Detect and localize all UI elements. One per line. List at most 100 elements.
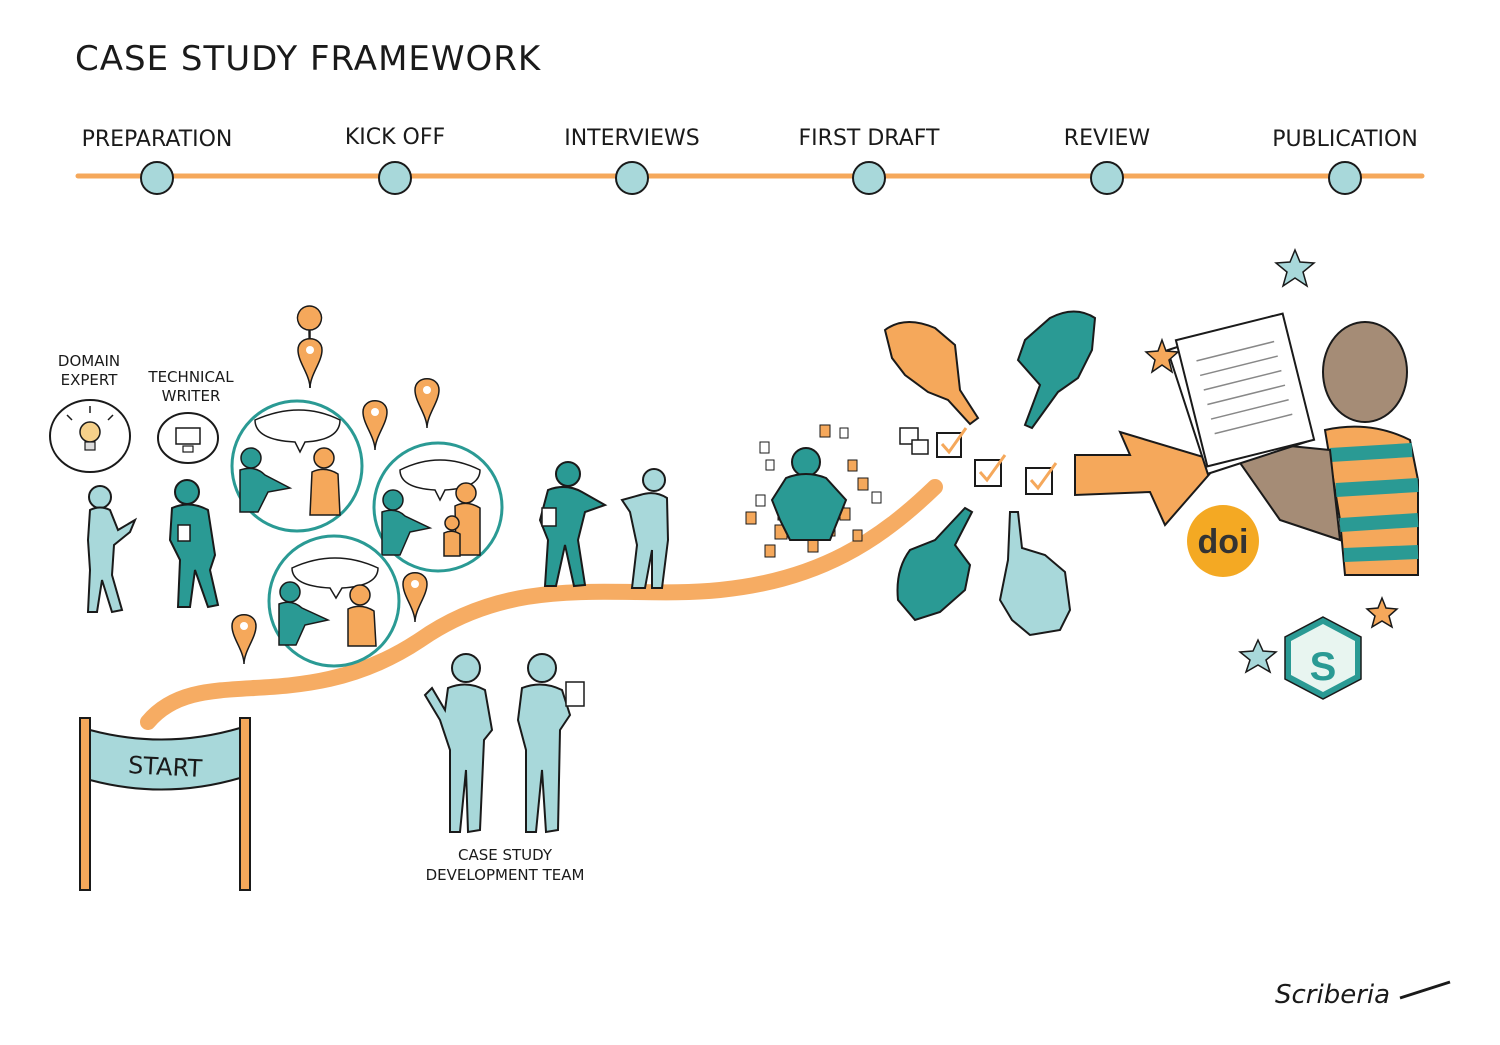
clipboard-icon — [565, 681, 585, 707]
map-pin-icon — [362, 400, 388, 451]
timeline-node — [1090, 161, 1124, 195]
map-pin-icon — [296, 305, 323, 389]
journey-path — [140, 479, 943, 730]
timeline-stage-interviews: INTERVIEWS — [564, 126, 700, 195]
timeline-stage-review: REVIEW — [1064, 126, 1151, 195]
person-body — [309, 468, 341, 516]
person-body — [168, 503, 220, 609]
pen-icon — [1399, 980, 1451, 1000]
person-body — [443, 530, 461, 557]
first-draft-figure — [745, 424, 882, 558]
person-head — [527, 653, 557, 683]
person-body — [538, 486, 608, 588]
person-head — [555, 461, 581, 487]
person-body — [381, 509, 433, 556]
timeline-stage-label: PUBLICATION — [1272, 127, 1418, 152]
technical-writer-label: TECHNICAL — [147, 368, 234, 386]
doi-badge-text: doi — [1198, 523, 1249, 561]
team-label: DEVELOPMENT TEAM — [426, 866, 585, 884]
person-head — [349, 584, 371, 606]
domain-expert-label: EXPERT — [61, 371, 119, 389]
person-head — [313, 447, 335, 469]
person-head — [88, 485, 112, 509]
checkbox-icon — [974, 454, 1007, 487]
person-body — [516, 683, 572, 834]
timeline-stage-preparation: PREPARATION — [82, 127, 233, 195]
small-clipboard-icon — [899, 427, 929, 455]
publication-figure — [1166, 312, 1419, 576]
person-body — [239, 467, 293, 513]
person-head — [642, 468, 666, 492]
timeline-node — [378, 161, 412, 195]
page-title: CASE STUDY FRAMEWORK — [75, 39, 542, 79]
timeline-node — [615, 161, 649, 195]
person-head — [444, 515, 460, 531]
start-gate: START — [79, 717, 251, 891]
start-banner — [89, 726, 241, 791]
lightbulb-icon — [66, 406, 114, 451]
pointing-hand-icon — [1016, 310, 1097, 430]
star-icon — [1238, 638, 1278, 674]
checkbox-icon — [1025, 462, 1058, 495]
tablet-icon — [177, 524, 191, 542]
person-torso — [1323, 425, 1419, 576]
timeline-stage-publication: PUBLICATION — [1272, 127, 1418, 195]
speech-bubble — [254, 409, 341, 454]
timeline-stage-label: FIRST DRAFT — [799, 126, 940, 151]
person-body — [278, 601, 331, 646]
interview-scene-2 — [372, 441, 504, 573]
kickoff-figures — [538, 461, 670, 589]
person-head — [279, 581, 301, 603]
timeline-node — [140, 161, 174, 195]
person-head — [455, 482, 477, 504]
star-icon — [1144, 337, 1180, 374]
person-head — [382, 489, 404, 511]
person-head — [451, 653, 481, 683]
person-body — [86, 506, 138, 614]
speech-bubble — [291, 557, 379, 600]
computer-icon — [175, 427, 201, 453]
interview-scene-1 — [230, 399, 364, 533]
start-post-left — [79, 717, 91, 891]
timeline-stage-label: REVIEW — [1064, 126, 1151, 151]
checkbox-icon — [936, 427, 968, 458]
timeline-node — [1328, 161, 1362, 195]
pointing-hand-icon — [896, 506, 974, 622]
person-head — [791, 447, 821, 477]
timeline-stage-label: INTERVIEWS — [564, 126, 700, 151]
person-body — [347, 605, 377, 647]
timeline-node — [852, 161, 886, 195]
pointing-hand-icon — [883, 321, 980, 426]
person-body — [454, 502, 481, 556]
interview-scene-3 — [267, 534, 401, 668]
arrow-icon — [1074, 430, 1222, 527]
signature: Scriberia — [1275, 980, 1390, 1010]
timeline-stage-label: KICK OFF — [345, 125, 445, 150]
map-pin-icon — [402, 572, 428, 623]
team-label: CASE STUDY — [458, 846, 553, 864]
shirt-stripes — [1329, 443, 1419, 562]
start-post-right — [239, 717, 251, 891]
document-stack-icon — [1166, 312, 1316, 476]
map-pin-icon — [231, 614, 257, 665]
person-head — [1322, 321, 1408, 423]
person-body — [423, 683, 494, 834]
start-banner-text: START — [127, 751, 203, 783]
timeline-stage-label: PREPARATION — [82, 127, 233, 152]
person-body — [620, 492, 670, 589]
technical-writer-label: WRITER — [162, 387, 221, 405]
development-team: CASE STUDY DEVELOPMENT TEAM — [423, 653, 585, 884]
turing-way-logo-s: S — [1310, 645, 1337, 689]
review-scene — [883, 310, 1097, 637]
document-icon — [541, 507, 557, 527]
star-icon — [1365, 595, 1399, 629]
doi-badge: doi — [1187, 505, 1259, 577]
timeline-stage-kick-off: KICK OFF — [345, 125, 445, 195]
star-icon — [1274, 248, 1316, 288]
timeline: PREPARATION KICK OFF INTERVIEWS FIRST DR… — [75, 125, 1425, 195]
pointing-hand-icon — [998, 511, 1072, 637]
timeline-stage-first-draft: FIRST DRAFT — [799, 126, 940, 195]
domain-expert-label: DOMAIN — [58, 352, 120, 370]
domain-expert-figure: DOMAIN EXPERT — [49, 352, 138, 614]
person-head — [240, 447, 262, 469]
